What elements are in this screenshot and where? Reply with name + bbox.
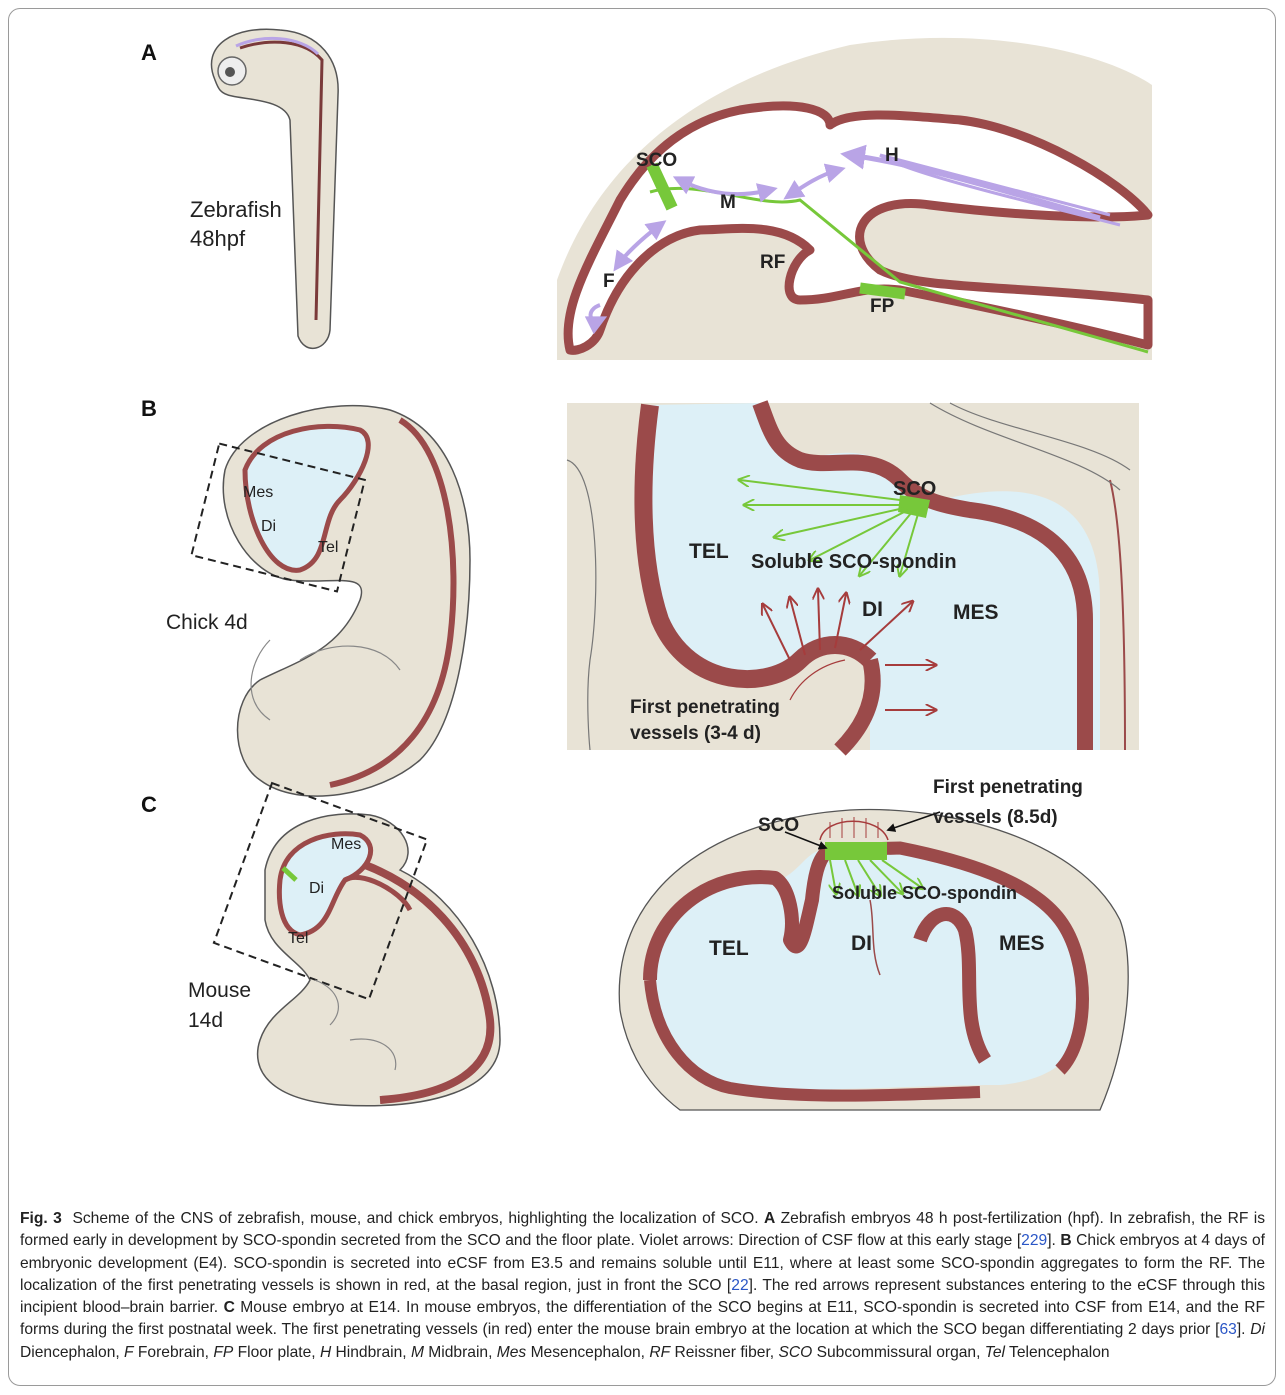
abbrev-definition: Midbrain,: [424, 1344, 497, 1361]
abbrev-term: Mes: [497, 1344, 526, 1361]
caption-text: ].: [1237, 1321, 1250, 1338]
tel-label-c: TEL: [709, 937, 749, 960]
chick-label: Chick 4d: [166, 611, 248, 634]
abbrev-term: M: [411, 1344, 424, 1361]
sco-label-c: SCO: [758, 815, 799, 836]
mes-label-b: MES: [953, 601, 999, 624]
mouse-tel-label: Tel: [288, 930, 308, 947]
reissner-fiber-label: RF: [760, 252, 785, 273]
abbrev-term: Di: [1250, 1321, 1265, 1338]
midbrain-label: M: [720, 192, 736, 213]
caption-text: Scheme of the CNS of zebrafish, mouse, a…: [72, 1210, 764, 1227]
soluble-sco-spondin-label-c: Soluble SCO-spondin: [832, 883, 1017, 903]
citation-link[interactable]: 63: [1219, 1321, 1236, 1338]
abbrev-definition: Mesencephalon,: [526, 1344, 649, 1361]
di-label-b: DI: [862, 598, 883, 621]
tel-label-b: TEL: [689, 540, 729, 563]
sco-label-a: SCO: [636, 150, 677, 171]
zebrafish-stage-label: 48hpf: [190, 226, 246, 251]
abbrev-definition: Telencephalon: [1005, 1344, 1110, 1361]
citation-link[interactable]: 229: [1021, 1232, 1047, 1249]
hindbrain-label: H: [885, 145, 899, 166]
abbrev-term: RF: [649, 1344, 670, 1361]
abbrev-term: Tel: [985, 1344, 1005, 1361]
figure-caption: Fig. 3 Scheme of the CNS of zebrafish, m…: [20, 1208, 1265, 1364]
caption-label-a: A: [764, 1210, 775, 1227]
mouse-brain-detail: [619, 810, 1128, 1110]
abbrev-term: FP: [213, 1344, 233, 1361]
citation-link[interactable]: 22: [731, 1277, 748, 1294]
caption-label-c: C: [224, 1299, 235, 1316]
abbrev-term: H: [320, 1344, 331, 1361]
first-penetrating-label-c-line1: First penetrating: [933, 777, 1083, 798]
abbrev-definition: Floor plate,: [233, 1344, 320, 1361]
soluble-sco-spondin-label-b: Soluble SCO-spondin: [751, 551, 957, 573]
caption-text: ].: [1047, 1232, 1060, 1249]
first-penetrating-label-b-line1: First penetrating: [630, 697, 780, 718]
mouse-embryo: [214, 783, 500, 1106]
forebrain-label: F: [603, 271, 615, 292]
zebrafish-brain-detail: [557, 38, 1152, 360]
abbrev-term: SCO: [778, 1344, 812, 1361]
mouse-di-label: Di: [309, 880, 324, 897]
floor-plate-label: FP: [870, 296, 895, 317]
abbrev-definition: Hindbrain,: [331, 1344, 411, 1361]
zebrafish-embryo: [211, 29, 338, 348]
abbrev-definition: Diencephalon,: [20, 1344, 124, 1361]
mouse-mes-label: Mes: [331, 836, 361, 853]
caption-label-b: B: [1060, 1232, 1071, 1249]
sco-label-b: SCO: [893, 478, 936, 500]
first-penetrating-label-c-line2: vessels (8.5d): [933, 807, 1058, 828]
abbrev-definition: Reissner fiber,: [670, 1344, 778, 1361]
chick-embryo: [191, 406, 470, 796]
abbrev-definition: Subcommissural organ,: [812, 1344, 984, 1361]
mouse-label: Mouse: [188, 979, 251, 1002]
zebrafish-label: Zebrafish: [190, 197, 282, 222]
mes-label-c: MES: [999, 932, 1045, 955]
chick-tel-label: Tel: [318, 539, 338, 556]
chick-mes-label: Mes: [243, 484, 273, 501]
first-penetrating-label-b-line2: vessels (3-4 d): [630, 723, 761, 744]
mouse-stage-label: 14d: [188, 1009, 223, 1032]
di-label-c: DI: [851, 932, 872, 955]
figure-illustration: Zebrafish 48hpf SCO H M F RF FP Mes Di T…: [0, 0, 1285, 1200]
chick-di-label: Di: [261, 518, 276, 535]
abbrev-definition: Forebrain,: [134, 1344, 214, 1361]
caption-fig-number: Fig. 3: [20, 1210, 62, 1227]
abbrev-term: F: [124, 1344, 134, 1361]
